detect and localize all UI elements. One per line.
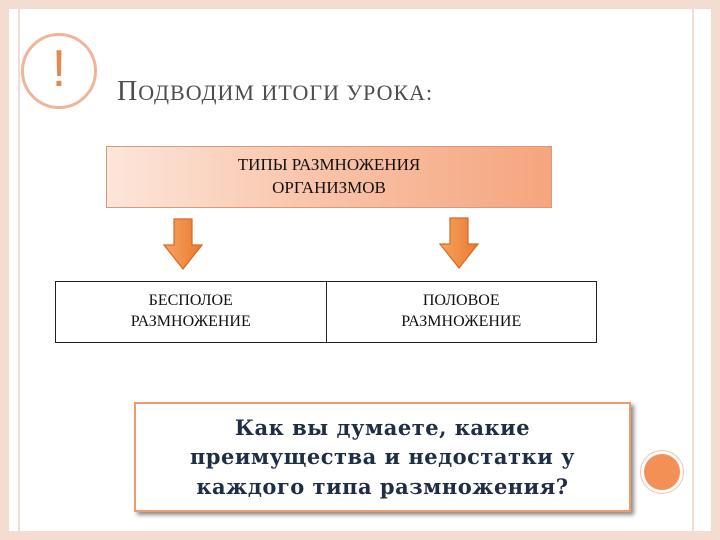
question-line2: преимущества и недостатки у [189, 444, 576, 470]
sexual-reproduction-text: ПОЛОВОЕ РАЗМНОЖЕНИЕ [401, 291, 521, 333]
question-line1: Как вы думаете, какие [234, 414, 531, 440]
arrow-down-icon [439, 217, 479, 269]
orange-circle-icon [641, 451, 683, 493]
sexual-line2: РАЗМНОЖЕНИЕ [401, 313, 522, 330]
top-box-line2: ОРГАНИЗМОВ [272, 178, 386, 197]
exclamation-circle-icon: ! [21, 33, 97, 109]
top-box-line1: ТИПЫ РАЗМНОЖЕНИЯ [237, 155, 421, 175]
reproduction-types-box: ТИПЫ РАЗМНОЖЕНИЯ ОРГАНИЗМОВ [106, 146, 552, 208]
frame-line-right [692, 0, 694, 540]
question-text: Как вы думаете, какие преимущества и нед… [190, 413, 575, 501]
reproduction-types-text: ТИПЫ РАЗМНОЖЕНИЯ ОРГАНИЗМОВ [238, 154, 420, 200]
asexual-line2: РАЗМНОЖЕНИЕ [130, 313, 251, 330]
sexual-reproduction-cell: ПОЛОВОЕ РАЗМНОЖЕНИЕ [325, 282, 597, 342]
asexual-reproduction-cell: БЕСПОЛОЕ РАЗМНОЖЕНИЕ [56, 282, 326, 342]
types-table: БЕСПОЛОЕ РАЗМНОЖЕНИЕ ПОЛОВОЕ РАЗМНОЖЕНИЕ [55, 281, 597, 343]
title-first-letter: П [117, 76, 139, 107]
sexual-line1: ПОЛОВОЕ [422, 292, 500, 310]
asexual-line1: БЕСПОЛОЕ [148, 292, 233, 310]
slide-title: ПОДВОДИМ ИТОГИ УРОКА: [117, 76, 433, 108]
frame-line-left [18, 0, 20, 540]
exclamation-mark: ! [51, 40, 67, 98]
question-line3: каждого типа размножения? [196, 473, 569, 499]
title-rest: ОДВОДИМ ИТОГИ УРОКА: [138, 80, 434, 105]
question-box: Как вы думаете, какие преимущества и нед… [134, 402, 631, 512]
arrow-down-icon [163, 218, 203, 270]
asexual-reproduction-text: БЕСПОЛОЕ РАЗМНОЖЕНИЕ [131, 291, 251, 333]
frame-band [9, 9, 18, 531]
